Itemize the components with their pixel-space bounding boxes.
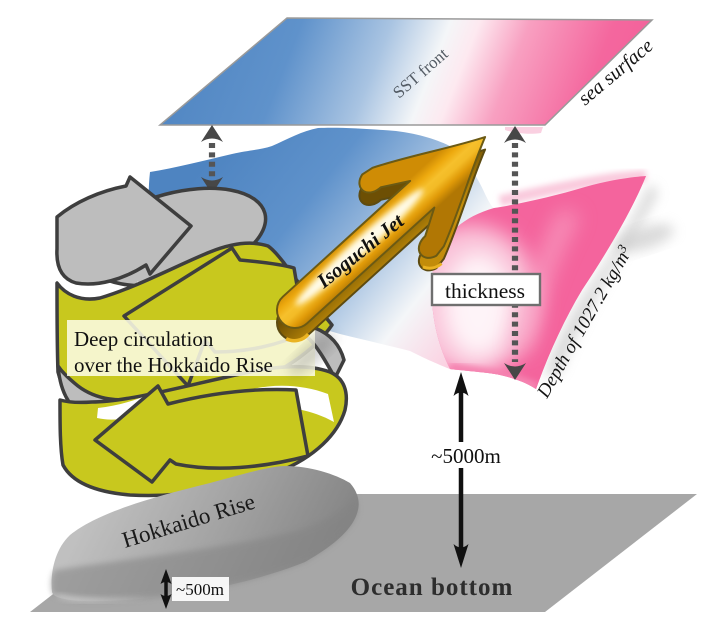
svg-text:Deep circulation: Deep circulation — [74, 327, 214, 351]
svg-text:Ocean bottom: Ocean bottom — [351, 574, 514, 601]
svg-text:~5000m: ~5000m — [431, 444, 501, 468]
svg-text:over the Hokkaido Rise: over the Hokkaido Rise — [74, 353, 273, 377]
svg-text:thickness: thickness — [445, 279, 525, 303]
svg-text:~500m: ~500m — [176, 580, 224, 599]
